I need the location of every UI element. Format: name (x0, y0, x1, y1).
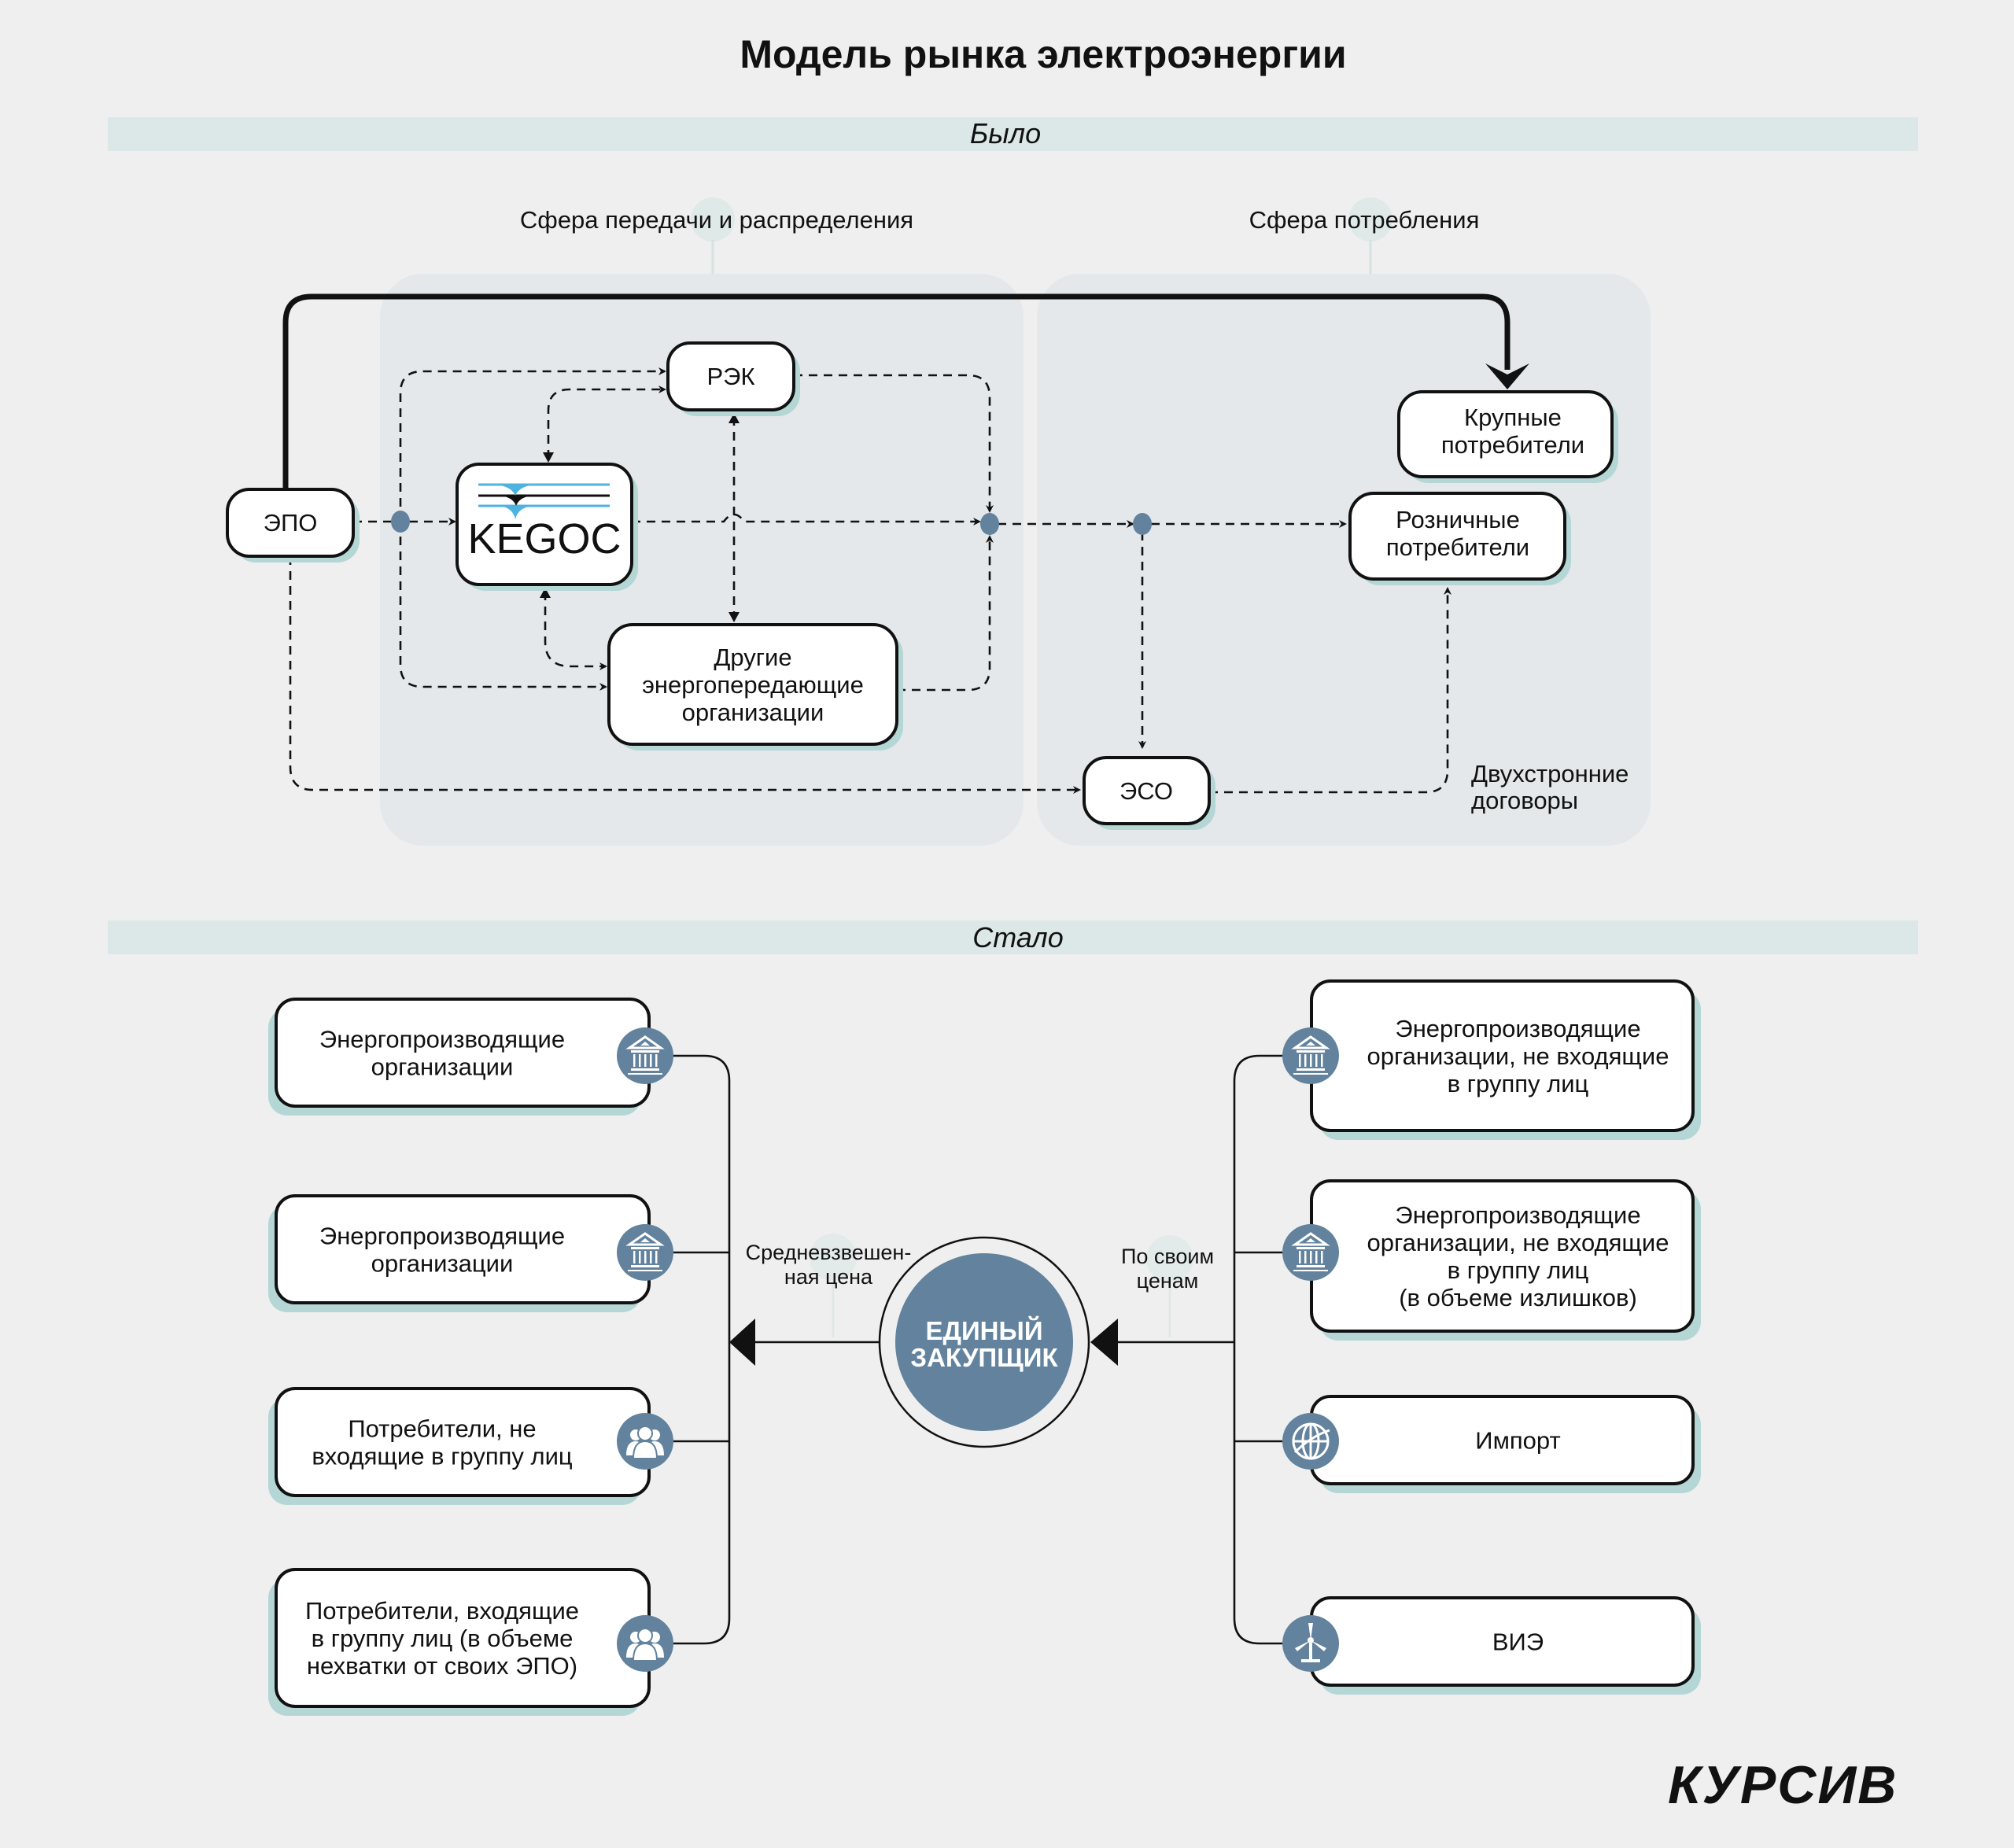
junction-dot (1133, 513, 1152, 535)
right-item-label: организации, не входящие (1367, 1229, 1669, 1256)
right-item-label: организации, не входящие (1367, 1042, 1669, 1070)
svg-text:ЭСО: ЭСО (1120, 777, 1173, 805)
arrow-to-left (729, 1319, 755, 1366)
svg-text:энергопередающие: энергопередающие (642, 671, 864, 699)
svg-text:Другие: Другие (714, 644, 791, 671)
brand-logo: КУРСИВ (1668, 1755, 1898, 1815)
junction-dot (391, 511, 410, 533)
section-label-before: Было (970, 117, 1041, 149)
wind-turbine-icon (1282, 1615, 1339, 1672)
kegoc-logo-icon (478, 483, 610, 519)
page-title: Модель рынка электроэнергии (740, 32, 1346, 76)
junction-dot (980, 513, 999, 535)
node-kegoc: KEGOC (456, 463, 638, 591)
arrow-head-large (1485, 363, 1529, 389)
svg-text:потребители: потребители (1386, 533, 1529, 561)
right-item-label: в группу лиц (1448, 1256, 1589, 1284)
sphere-consumption-label: Сфера потребления (1249, 206, 1480, 234)
weighted-price-label: Средневзвешен- (746, 1241, 912, 1264)
left-item-label: Потребители, входящие (305, 1597, 579, 1625)
svg-text:РЭК: РЭК (706, 363, 754, 390)
sphere-marker (1348, 197, 1392, 242)
bank-icon (1282, 1224, 1339, 1281)
sphere-marker (691, 197, 735, 242)
left-item-label: Энергопроизводящие (319, 1223, 565, 1250)
left-item-label: входящие в группу лиц (312, 1443, 573, 1470)
left-item-label: Потребители, не (348, 1415, 536, 1443)
svg-text:организации: организации (682, 699, 824, 726)
right-item: ВИЭ (1282, 1596, 1701, 1695)
right-connector (1118, 1054, 1282, 1645)
node-other-grid-orgs: Другие энергопередающие организации (607, 623, 903, 751)
section-label-after: Стало (972, 921, 1064, 954)
section-bar-before (108, 117, 1918, 151)
left-item-label: в группу лиц (в объеме (312, 1625, 574, 1652)
node-large-consumers: Крупные потребители (1397, 390, 1618, 483)
svg-text:Розничные: Розничные (1396, 506, 1520, 533)
left-item-label: нехватки от своих ЭПО) (307, 1652, 577, 1680)
left-item-label: Энергопроизводящие (319, 1026, 565, 1053)
node-epo: ЭПО (226, 488, 360, 563)
direct-supply-line (282, 293, 1510, 489)
dashed-flows (289, 367, 1451, 794)
svg-text:ЕДИНЫЙ: ЕДИНЫЙ (925, 1315, 1042, 1345)
own-prices-label: По своим (1121, 1245, 1214, 1268)
users-icon (617, 1615, 673, 1672)
weighted-price-label: ная цена (784, 1265, 873, 1289)
globe-plane-icon (1282, 1413, 1339, 1470)
right-item-label: Энергопроизводящие (1395, 1201, 1640, 1229)
bank-icon (617, 1027, 673, 1084)
kegoc-wordmark: KEGOC (467, 515, 621, 563)
svg-text:Крупные: Крупные (1464, 404, 1562, 431)
own-prices-label: ценам (1137, 1269, 1199, 1293)
right-item-label: Энергопроизводящие (1395, 1015, 1640, 1042)
svg-text:ЗАКУПЩИК: ЗАКУПЩИК (910, 1343, 1058, 1372)
left-item-label: организации (371, 1250, 514, 1278)
node-retail-consumers: Розничные потребители (1348, 492, 1571, 585)
right-item-label: ВИЭ (1492, 1629, 1544, 1656)
left-item-label: организации (371, 1053, 514, 1081)
single-buyer-node: ЕДИНЫЙ ЗАКУПЩИК (878, 1236, 1090, 1448)
bank-icon (617, 1224, 673, 1281)
right-item-label: (в объеме излишков) (1399, 1284, 1637, 1311)
right-item-label: в группу лиц (1448, 1070, 1589, 1097)
bank-icon (1282, 1027, 1339, 1084)
users-icon (617, 1413, 673, 1470)
right-item-label: Импорт (1475, 1427, 1560, 1455)
svg-text:потребители: потребители (1441, 431, 1584, 459)
node-eso: ЭСО (1083, 756, 1215, 830)
section-bar-after (108, 920, 1918, 954)
left-connector (673, 1054, 879, 1645)
bilateral-contracts-label: Двухстронние (1471, 760, 1629, 788)
node-rek: РЭК (666, 341, 800, 416)
arrow-to-center (1090, 1319, 1118, 1366)
svg-text:ЭПО: ЭПО (264, 509, 318, 537)
right-item: Импорт (1282, 1395, 1701, 1493)
bilateral-contracts-label: договоры (1471, 787, 1578, 814)
sphere-transmission-label: Сфера передачи и распределения (520, 206, 913, 234)
